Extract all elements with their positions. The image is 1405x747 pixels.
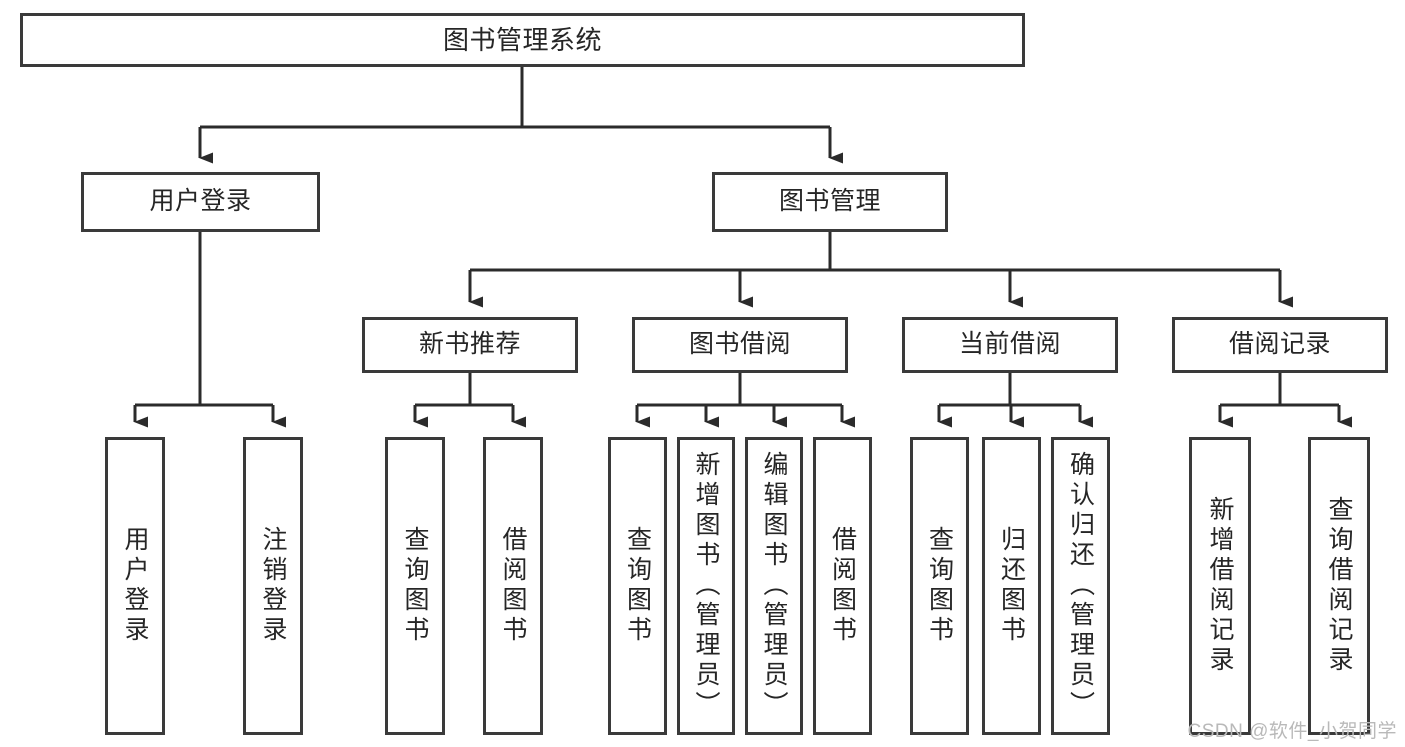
leaf-return-book[interactable]: 归还图书 bbox=[982, 437, 1041, 735]
leaf-logout-login[interactable]: 注销登录 bbox=[243, 437, 303, 735]
node-label: 查询图书 bbox=[623, 526, 652, 646]
node-label: 确认归还（管理员） bbox=[1066, 451, 1095, 721]
node-label: 图书管理 bbox=[778, 187, 881, 216]
leaf-query-book-2[interactable]: 查询图书 bbox=[608, 437, 667, 735]
node-label: 新增借阅记录 bbox=[1206, 496, 1234, 676]
node-label: 借阅图书 bbox=[499, 526, 527, 646]
leaf-query-borrow-record[interactable]: 查询借阅记录 bbox=[1308, 437, 1370, 735]
leaf-add-book-admin[interactable]: 新增图书（管理员） bbox=[677, 437, 735, 735]
node-label: 查询图书 bbox=[401, 526, 429, 646]
node-book-borrow[interactable]: 图书借阅 bbox=[632, 317, 848, 373]
node-label: 新增图书（管理员） bbox=[692, 451, 720, 721]
leaf-user-login[interactable]: 用户登录 bbox=[105, 437, 165, 735]
node-current-borrow[interactable]: 当前借阅 bbox=[902, 317, 1118, 373]
node-system-root[interactable]: 图书管理系统 bbox=[20, 13, 1025, 67]
node-new-book-recommend[interactable]: 新书推荐 bbox=[362, 317, 578, 373]
node-label: 新书推荐 bbox=[418, 330, 521, 359]
node-borrow-record[interactable]: 借阅记录 bbox=[1172, 317, 1388, 373]
leaf-query-book-3[interactable]: 查询图书 bbox=[910, 437, 969, 735]
leaf-edit-book-admin[interactable]: 编辑图书（管理员） bbox=[745, 437, 803, 735]
watermark-text: CSDN @软件_小贺同学 bbox=[1187, 721, 1397, 742]
node-label: 查询图书 bbox=[925, 526, 954, 646]
node-label: 图书借阅 bbox=[688, 330, 791, 359]
node-label: 查询借阅记录 bbox=[1325, 496, 1353, 676]
node-label: 注销登录 bbox=[259, 526, 287, 646]
node-label: 用户登录 bbox=[149, 187, 252, 216]
leaf-borrow-book-1[interactable]: 借阅图书 bbox=[483, 437, 543, 735]
node-user-login[interactable]: 用户登录 bbox=[81, 172, 320, 232]
node-book-manage[interactable]: 图书管理 bbox=[712, 172, 948, 232]
node-label: 归还图书 bbox=[997, 526, 1026, 646]
node-label: 借阅记录 bbox=[1228, 330, 1331, 359]
node-label: 用户登录 bbox=[121, 526, 149, 646]
leaf-confirm-return-admin[interactable]: 确认归还（管理员） bbox=[1051, 437, 1110, 735]
leaf-add-borrow-record[interactable]: 新增借阅记录 bbox=[1189, 437, 1251, 735]
node-label: 图书管理系统 bbox=[442, 24, 602, 55]
leaf-borrow-book-2[interactable]: 借阅图书 bbox=[813, 437, 872, 735]
node-label: 编辑图书（管理员） bbox=[760, 451, 788, 721]
node-label: 当前借阅 bbox=[958, 330, 1061, 359]
leaf-query-book-1[interactable]: 查询图书 bbox=[385, 437, 445, 735]
node-label: 借阅图书 bbox=[828, 526, 857, 646]
